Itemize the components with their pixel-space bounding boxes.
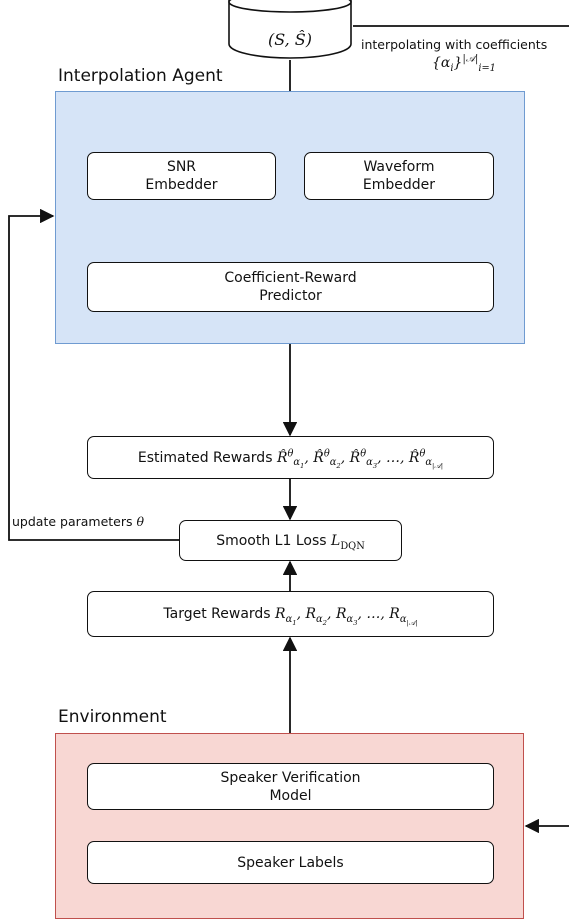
database-cylinder — [228, 0, 352, 59]
loss-prefix: Smooth L1 Loss — [216, 532, 327, 549]
target-rewards-box: Target Rewards Rα1, Rα2, Rα3, …, Rα|𝒜| — [87, 591, 494, 637]
estimated-rewards-prefix: Estimated Rewards — [137, 449, 273, 466]
snr-embedder-box: SNR Embedder — [87, 152, 276, 200]
speaker-labels-box: Speaker Labels — [87, 841, 494, 884]
speaker-verification-line2: Model — [269, 787, 312, 804]
update-parameters-label: update parameters θ — [12, 514, 145, 529]
smooth-l1-loss-box: Smooth L1 Loss LDQN — [179, 520, 402, 561]
waveform-embedder-line1: Waveform — [363, 159, 435, 175]
environment-group — [55, 733, 524, 919]
estimated-rewards-box: Estimated Rewards R̂θα1, R̂θα2, R̂θα3, …… — [87, 436, 494, 479]
speaker-labels-label: Speaker Labels — [237, 854, 344, 871]
predictor-line2: Predictor — [259, 288, 322, 304]
target-rewards-prefix: Target Rewards — [163, 606, 271, 622]
database-label: (S, Ŝ) — [267, 30, 312, 49]
coefficient-set-label: {αi}|𝒜|i=1 — [432, 53, 496, 74]
interpolating-label: interpolating with coefficients — [361, 37, 548, 52]
target-rewards-formula: Rα1, Rα2, Rα3, …, Rα|𝒜| — [275, 606, 418, 627]
interpolation-agent-title: Interpolation Agent — [58, 66, 223, 86]
loss-formula: LDQN — [331, 532, 365, 552]
environment-title: Environment — [58, 707, 167, 727]
predictor-line1: Coefficient-Reward — [224, 270, 357, 286]
snr-embedder-line1: SNR — [166, 159, 197, 175]
snr-embedder-line2: Embedder — [145, 177, 218, 193]
loss-feedback-connector — [8, 208, 179, 541]
waveform-embedder-line2: Embedder — [362, 177, 436, 193]
estimated-rewards-formula: R̂θα1, R̂θα2, R̂θα3, …, R̂θα|𝒜| — [276, 447, 444, 471]
speaker-verification-line1: Speaker Verification — [220, 769, 361, 786]
